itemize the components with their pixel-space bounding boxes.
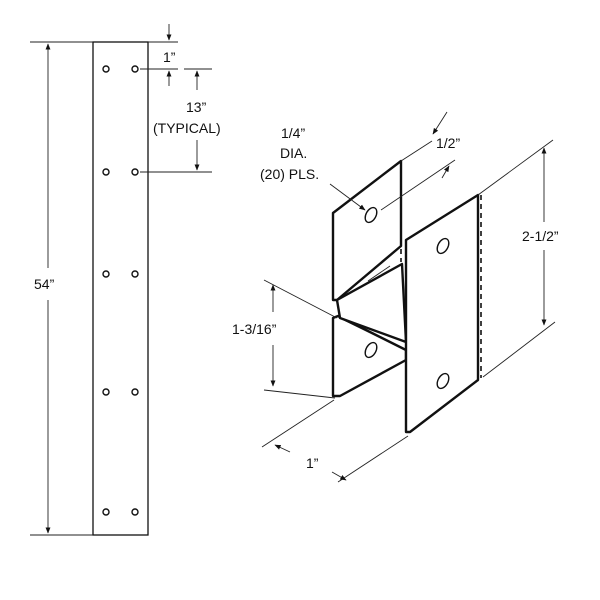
- width-label: 1”: [306, 455, 319, 471]
- flat-bar-view: 54” 1” 13” (TYPICAL): [30, 24, 221, 536]
- edge-to-hole-dimension: 1”: [140, 24, 178, 86]
- bar-hole: [102, 508, 110, 516]
- h-channel-view: 1/4” DIA. (20) PLS. 1/2” 2-1/2”: [232, 111, 559, 483]
- flange-height-label: 2-1/2”: [522, 228, 559, 244]
- bar-hole: [131, 508, 139, 516]
- overall-length-dimension: 54”: [30, 41, 93, 536]
- channel-hole: [436, 237, 450, 255]
- bar-hole: [131, 168, 139, 176]
- front-flange: [404, 193, 480, 434]
- hole-spacing-label: 13”: [186, 99, 207, 115]
- hole-callout: 1/4” DIA. (20) PLS.: [260, 125, 366, 211]
- channel-hole: [436, 372, 450, 390]
- channel-hole: [364, 341, 378, 359]
- hole-offset-dimension: 1/2”: [380, 111, 460, 211]
- flat-bar-outline: [92, 41, 149, 536]
- bar-hole: [131, 65, 139, 73]
- bar-hole: [102, 168, 110, 176]
- hole-count-label: (20) PLS.: [260, 166, 319, 182]
- back-flange: [331, 159, 403, 302]
- edge-to-hole-label: 1”: [163, 49, 176, 65]
- bar-hole: [102, 388, 110, 396]
- web-height-dimension: 1-3/16”: [232, 279, 338, 399]
- width-dimension: 1”: [261, 399, 409, 483]
- web-height-label: 1-3/16”: [232, 321, 277, 337]
- hole-spacing-dimension: 13” (TYPICAL): [140, 68, 221, 173]
- bar-hole: [102, 65, 110, 73]
- hole-offset-label: 1/2”: [436, 135, 460, 151]
- bar-hole: [131, 388, 139, 396]
- channel-hole: [364, 206, 378, 224]
- hole-spacing-note: (TYPICAL): [153, 120, 221, 136]
- hole-size-label: 1/4”: [281, 125, 305, 141]
- flange-height-dimension: 2-1/2”: [477, 139, 559, 378]
- bar-hole: [102, 270, 110, 278]
- flat-bar-holes: [102, 65, 139, 516]
- overall-length-label: 54”: [34, 276, 55, 292]
- hole-size-note: DIA.: [280, 145, 307, 161]
- bar-hole: [131, 270, 139, 278]
